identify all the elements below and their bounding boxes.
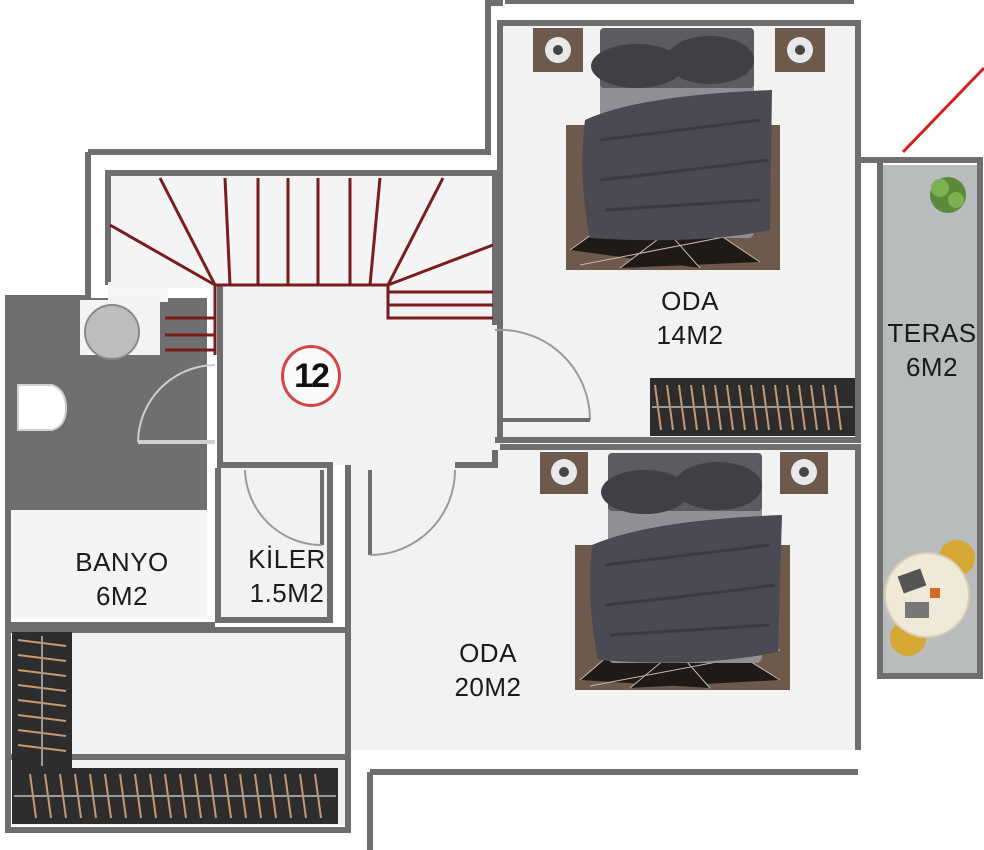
pillow: [666, 36, 754, 84]
hall-lower-floor: [348, 450, 508, 750]
pillow: [591, 44, 683, 88]
kiler-floor: [220, 468, 332, 618]
room-label-oda-20: ODA 20M2: [418, 636, 558, 704]
bed-oda-20: [540, 452, 828, 690]
pillow: [601, 470, 689, 514]
bed-oda-14: [533, 28, 825, 270]
room-label-teras: TERAS 6M2: [880, 316, 984, 384]
duvet: [582, 90, 772, 241]
hall-floor: [220, 285, 505, 465]
table: [884, 552, 970, 638]
room-name: TERAS: [887, 318, 977, 348]
room-area: 1.5M2: [249, 578, 325, 608]
room-label-kiler: KİLER 1.5M2: [222, 542, 352, 610]
walls: [5, 0, 983, 850]
room-name: ODA: [661, 286, 719, 316]
doors: [137, 328, 592, 556]
room-label-oda-14: ODA 14M2: [620, 284, 760, 352]
room-area: 6M2: [905, 352, 959, 382]
staircase: [109, 177, 494, 355]
pillow: [674, 462, 762, 510]
wardrobes: [12, 378, 855, 824]
room-name: BANYO: [75, 547, 169, 577]
bathroom-fixtures: [17, 282, 168, 431]
terrace-accent-line: [901, 66, 984, 154]
room-area: 14M2: [656, 320, 724, 350]
banyo-floor: [10, 510, 207, 618]
unit-number: 12: [294, 356, 330, 395]
room-name: KİLER: [248, 544, 326, 574]
room-label-banyo: BANYO 6M2: [52, 545, 192, 613]
sink: [84, 304, 140, 360]
room-area: 20M2: [454, 672, 522, 702]
room-area: 6M2: [95, 581, 149, 611]
room-name: ODA: [459, 638, 517, 668]
unit-number-badge: 12: [281, 345, 341, 407]
toilet: [17, 384, 68, 431]
terrace-furniture: [884, 177, 975, 656]
